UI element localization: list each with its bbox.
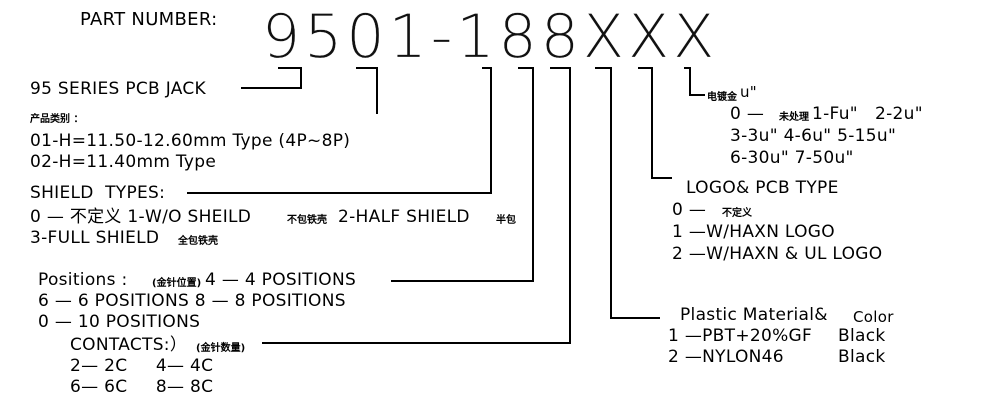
- plating-line2: 3-3u" 4-6u" 5-15u": [730, 126, 897, 146]
- plating-title-b: u": [740, 83, 758, 101]
- shield-types-line2-b: 全包铁壳: [178, 236, 218, 247]
- plating-line1-b: 未处理: [779, 112, 809, 123]
- logo-pcb-line3: 2 —W/HAXN & UL LOGO: [672, 244, 883, 264]
- shield-types-title: SHIELD TYPES:: [30, 183, 166, 203]
- plastic-line2-a: 2 —NYLON46: [668, 347, 784, 367]
- product-type-line1: 01-H=11.50-12.60mm Type (4P~8P): [30, 131, 351, 151]
- part-number-label: PART NUMBER:: [80, 9, 218, 30]
- plating-title-a: 电镀金: [707, 92, 737, 103]
- plastic-line1-b: Black: [838, 326, 886, 346]
- leader-shield: [187, 67, 492, 194]
- leader-series: [241, 67, 302, 89]
- leader-contacts: [262, 67, 571, 344]
- shield-types-line2-a: 3-FULL SHIELD: [30, 228, 160, 248]
- leader-product-type: [356, 67, 378, 114]
- contacts-row1: 2— 2C 4— 4C: [70, 356, 214, 376]
- positions-line1-c: 4 — 4 POSITIONS: [205, 270, 357, 290]
- leader-plastic: [595, 67, 660, 319]
- logo-pcb-line2: 1 —W/HAXN LOGO: [672, 222, 835, 242]
- logo-pcb-line1-b: 不定义: [722, 208, 752, 219]
- product-type-title: 产品类别 ：: [30, 114, 84, 125]
- positions-line2: 6 — 6 POSITIONS 8 — 8 POSITIONS: [38, 291, 346, 311]
- plating-line3: 6-30u" 7-50u": [730, 148, 854, 168]
- shield-types-line1-a: 0 — 不定义 1-W/O SHEILD: [30, 207, 252, 227]
- plastic-line2-b: Black: [838, 347, 886, 367]
- shield-types-line1-c: 2-HALF SHIELD: [338, 207, 470, 227]
- series-label: 95 SERIES PCB JACK: [30, 79, 206, 99]
- logo-pcb-title: LOGO& PCB TYPE: [686, 178, 839, 198]
- shield-types-line1-d: 半包: [496, 215, 516, 226]
- plastic-line1-a: 1 —PBT+20%GF: [668, 326, 813, 346]
- plastic-title-b: Color: [853, 308, 894, 326]
- contacts-title-a: CONTACTS:）: [70, 335, 188, 355]
- contacts-title-b: (金针数量): [196, 343, 246, 354]
- plating-line1-a: 0 —: [730, 104, 765, 124]
- positions-line1-b: (金针位置): [152, 278, 202, 289]
- leader-logo: [638, 67, 672, 179]
- contacts-row2: 6— 6C 8— 8C: [70, 377, 214, 397]
- product-type-line2: 02-H=11.40mm Type: [30, 152, 217, 172]
- shield-types-line1-b: 不包铁壳: [287, 215, 327, 226]
- logo-pcb-line1-a: 0 —: [672, 200, 707, 220]
- leader-positions: [391, 67, 534, 282]
- leader-plating: [684, 67, 705, 96]
- part-number: 9501-188XXX: [262, 2, 719, 72]
- positions-line3: 0 — 10 POSITIONS: [38, 312, 201, 332]
- plating-line1-c: 1-Fu" 2-2u": [812, 104, 923, 124]
- positions-line1-a: Positions :: [38, 270, 128, 290]
- plastic-title-a: Plastic Material&: [680, 305, 828, 325]
